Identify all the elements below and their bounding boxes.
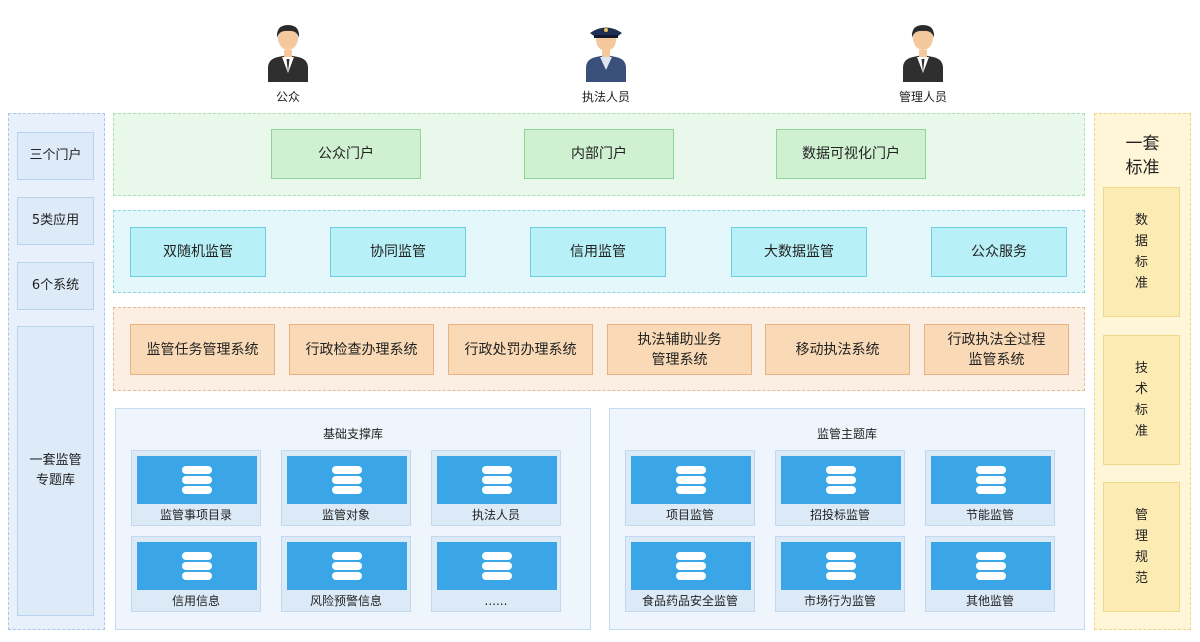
db-item: 风险预警信息 [281,536,411,612]
person-suit-icon [903,25,943,82]
database-icon [781,456,901,504]
standard-label: 数据标准 [1134,213,1148,291]
app-big-data: 大数据监管 [731,227,867,277]
db-item: 监管对象 [281,450,411,526]
standard-data: 数据标准 [1103,187,1180,317]
system-enforcement-assist: 执法辅助业务 管理系统 [607,324,752,375]
db-item-label: 风险预警信息 [309,594,382,608]
database-icon [931,542,1051,590]
database-icon [287,542,407,590]
db-item-label: 招投标监管 [809,508,870,522]
db-item: 市场行为监管 [775,536,905,612]
system-penalty: 行政处罚办理系统 [448,324,593,375]
user-label: 公众 [275,90,300,104]
database-icon [137,542,257,590]
database-icon [931,456,1051,504]
standards-title: 一套 标准 [1125,134,1160,178]
db-regulation-theme: 监管主题库 项目监管 招投标监管 节能监管 食品药品安全监管 市场行为监管 其他… [609,408,1085,630]
label-portals: 三个门户 [17,132,94,180]
db-item-label: 监管对象 [321,508,370,522]
standard-management: 管理规范 [1103,482,1180,612]
portal-data-visualization: 数据可视化门户 [776,129,926,179]
db-item-label: 监管事项目录 [159,508,232,522]
standard-label: 技术标准 [1134,361,1148,439]
db-item-label: 信用信息 [171,594,220,608]
officer-icon [586,27,626,82]
user-label: 执法人员 [581,90,630,104]
person-suit-icon [268,25,308,82]
app-public-service: 公众服务 [931,227,1067,277]
database-icon [631,456,751,504]
app-credit: 信用监管 [530,227,666,277]
db-item: 监管事项目录 [131,450,261,526]
database-icon [781,542,901,590]
standard-technical: 技术标准 [1103,335,1180,465]
db-item: 招投标监管 [775,450,905,526]
db-item-label: 食品药品安全监管 [641,594,738,608]
db-item: 项目监管 [625,450,755,526]
system-full-process: 行政执法全过程 监管系统 [924,324,1069,375]
db-item: 食品药品安全监管 [625,536,755,612]
db-basic-support: 基础支撑库 监管事项目录 监管对象 执法人员 信用信息 风险预警信息 .....… [115,408,591,630]
database-icon [287,456,407,504]
user-label: 管理人员 [898,90,947,104]
db-item-label: 其他监管 [965,594,1014,608]
db-item: ...... [431,536,561,612]
database-icon [631,542,751,590]
app-collaborative: 协同监管 [330,227,466,277]
standard-label: 管理规范 [1134,508,1148,586]
database-icon [137,456,257,504]
user-manager: 管理人员 [883,22,963,105]
db-item-label: 市场行为监管 [803,594,876,608]
system-layer: 监管任务管理系统 行政检查办理系统 行政处罚办理系统 执法辅助业务 管理系统 移… [113,307,1085,391]
portal-public: 公众门户 [271,129,421,179]
db-item-label: 节能监管 [965,508,1014,522]
portal-internal: 内部门户 [524,129,674,179]
application-layer: 双随机监管 协同监管 信用监管 大数据监管 公众服务 [113,210,1085,293]
portal-layer: 公众门户 内部门户 数据可视化门户 [113,113,1085,196]
user-law-enforcement: 执法人员 [566,22,646,105]
label-database: 一套监管 专题库 [17,326,94,616]
db-item: 执法人员 [431,450,561,526]
db-panel-title: 基础支撑库 [322,427,383,441]
label-systems: 6个系统 [17,262,94,310]
db-item: 其他监管 [925,536,1055,612]
app-double-random: 双随机监管 [130,227,266,277]
system-inspection: 行政检查办理系统 [289,324,434,375]
db-panel-title: 监管主题库 [816,427,877,441]
db-item-label: 执法人员 [471,508,520,522]
label-applications: 5类应用 [17,197,94,245]
database-icon [437,456,557,504]
system-mobile-enforcement: 移动执法系统 [765,324,910,375]
db-item-label: ...... [484,594,508,608]
standards-panel: 一套 标准 数据标准 技术标准 管理规范 [1094,113,1191,630]
left-label-panel: 三个门户 5类应用 6个系统 一套监管 专题库 [8,113,105,630]
db-item-label: 项目监管 [665,508,714,522]
system-task-management: 监管任务管理系统 [130,324,275,375]
user-public: 公众 [248,22,328,105]
db-item: 节能监管 [925,450,1055,526]
db-item: 信用信息 [131,536,261,612]
database-icon [437,542,557,590]
